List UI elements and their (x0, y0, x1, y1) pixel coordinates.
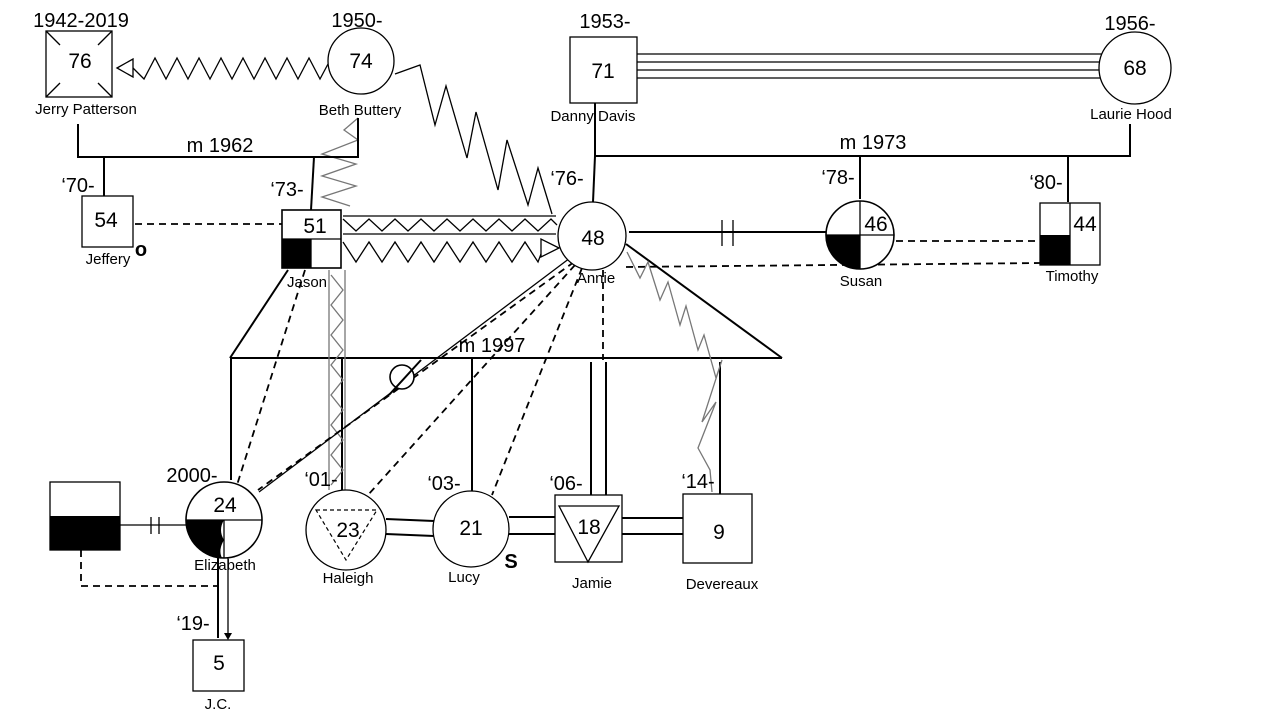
person-elizabeth[interactable] (185, 481, 263, 559)
dashed-jason-elizabeth (236, 269, 306, 486)
name-beth: Beth Buttery (319, 102, 402, 119)
age-jeffery: 54 (94, 209, 118, 232)
person-laurie[interactable] (1098, 31, 1172, 105)
name-jamie: Jamie (572, 575, 612, 592)
age-elizabeth: 24 (213, 494, 237, 517)
name-haleigh: Haleigh (323, 570, 374, 587)
name-jerry: Jerry Patterson (35, 101, 137, 118)
age-laurie: 68 (1123, 57, 1146, 80)
years-laurie: 1956- (1104, 13, 1155, 35)
years-beth: 1950- (331, 10, 382, 32)
marriage-line-jason-annie (229, 243, 783, 359)
person-beth[interactable] (327, 27, 395, 95)
years-jason: ‘73- (270, 179, 303, 201)
name-annie: Annie (577, 270, 615, 287)
age-annie: 48 (581, 227, 604, 250)
age-beth: 74 (349, 50, 373, 73)
person-danny[interactable] (569, 36, 638, 104)
sibling-line-jamie-devereaux (622, 517, 683, 535)
marriage-label-danny-laurie: m 1973 (840, 132, 907, 154)
child-line-annie (592, 155, 596, 203)
age-devereaux: 9 (713, 521, 725, 544)
mark-lucy: S (504, 551, 517, 573)
hostile-band-jason-annie (342, 215, 558, 235)
name-danny: Danny Davis (550, 108, 635, 125)
age-jason: 51 (303, 215, 326, 238)
marriage-line-danny-laurie (594, 103, 1131, 157)
marriage-label-jason-annie: m 1997 (459, 335, 526, 357)
person-jamie[interactable] (554, 494, 623, 564)
years-jeffery: ‘70- (61, 175, 94, 197)
cutoff-line-partner-elizabeth (120, 517, 186, 534)
arrow-elizabeth-jc (224, 545, 232, 640)
name-laurie: Laurie Hood (1090, 106, 1172, 123)
hostile-line-jason-annie (342, 237, 561, 264)
years-jamie: ‘06- (549, 473, 582, 495)
child-line-jamie (590, 362, 607, 495)
years-jerry: 1942-2019 (33, 10, 129, 32)
person-devereaux[interactable] (682, 493, 753, 564)
person-susan[interactable] (825, 200, 895, 270)
age-jerry: 76 (68, 50, 91, 73)
marriage-line-jerry-beth (77, 118, 359, 158)
distant-line-annie-timothy (625, 262, 1041, 268)
conflict-line-annie-devereaux (626, 251, 723, 493)
mark-jeffery: o (135, 239, 147, 261)
years-jc: ‘19- (176, 613, 209, 635)
age-haleigh: 23 (336, 519, 359, 542)
age-jamie: 18 (577, 516, 600, 539)
name-jason: Jason (287, 274, 327, 291)
age-susan: 46 (864, 213, 887, 236)
dashed-partner-jc (80, 550, 218, 587)
years-susan: ‘78- (821, 167, 854, 189)
age-jc: 5 (213, 652, 225, 675)
age-timothy: 44 (1073, 213, 1097, 236)
name-devereaux: Devereaux (686, 576, 759, 593)
person-jc[interactable] (192, 639, 245, 692)
person-lucy[interactable] (432, 490, 510, 568)
years-haleigh: ‘01- (304, 469, 337, 491)
name-timothy: Timothy (1046, 268, 1099, 285)
fused-line-danny-laurie (637, 53, 1102, 79)
conflict-line-beth-jason (319, 117, 360, 207)
person-haleigh[interactable] (305, 489, 387, 571)
years-elizabeth: 2000- (166, 465, 217, 487)
years-danny: 1953- (579, 11, 630, 33)
marriage-label-jerry-beth: m 1962 (187, 135, 254, 157)
name-susan: Susan (840, 273, 883, 290)
name-jeffery: Jeffery (86, 251, 131, 268)
sibling-line-haleigh-lucy (385, 518, 435, 537)
dashed-annie-lucy (491, 267, 583, 496)
name-lucy: Lucy (448, 569, 480, 586)
years-timothy: ‘80- (1029, 172, 1062, 194)
person-annie[interactable] (557, 201, 627, 271)
years-annie: ‘76- (550, 168, 583, 190)
hostile-line-beth-annie (394, 64, 553, 215)
name-jc: J.C. (205, 696, 232, 713)
person-jason[interactable] (281, 209, 342, 269)
child-line-jason (310, 156, 315, 211)
years-lucy: ‘03- (427, 473, 460, 495)
name-elizabeth: Elizabeth (194, 557, 256, 574)
person-jerry[interactable] (45, 30, 113, 98)
dashed-annie-haleigh (367, 264, 576, 496)
focused-line-annie-elizabeth (258, 257, 571, 493)
person-partner[interactable] (49, 481, 121, 551)
abuse-band-jason-haleigh (328, 270, 346, 490)
person-jeffery[interactable] (81, 195, 134, 248)
age-danny: 71 (591, 60, 614, 83)
person-timothy[interactable] (1039, 202, 1101, 266)
sibling-line-lucy-jamie (509, 516, 556, 535)
dashed-annie-elizabeth (257, 261, 575, 491)
years-devereaux: ‘14- (681, 471, 714, 493)
hostile-line-beth-jerry (115, 56, 329, 81)
cutoff-line-annie-susan (629, 220, 826, 246)
age-lucy: 21 (459, 517, 482, 540)
